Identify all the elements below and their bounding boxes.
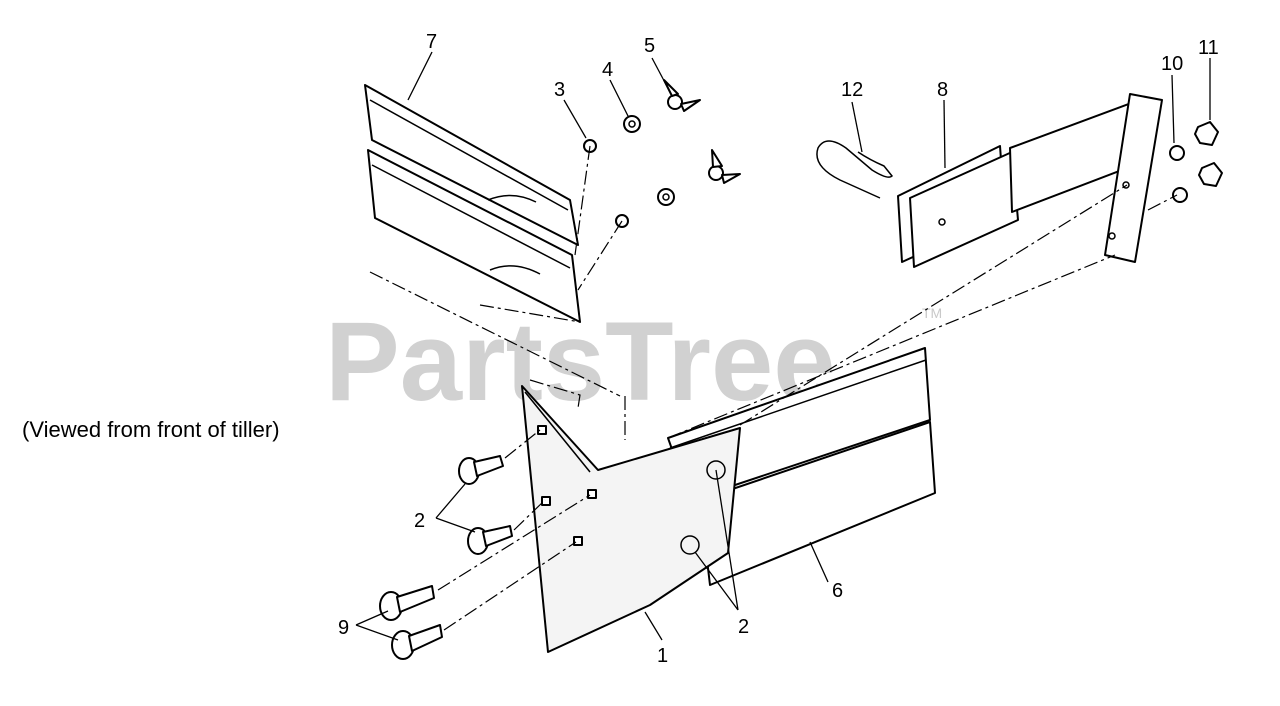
callout-1: 1 (657, 645, 668, 667)
part-2-bolt-upper (458, 455, 504, 485)
callout-6: 6 (832, 580, 843, 602)
part-8-flap (897, 145, 1019, 268)
callout-2-left: 2 (414, 510, 425, 532)
callout-4: 4 (602, 59, 613, 81)
part-4-washer-upper (623, 115, 641, 133)
part-12-hairpin (816, 140, 894, 199)
part-11-nut-upper (1194, 121, 1219, 146)
part-1-mounting-plate (521, 385, 741, 653)
part-9-bolt-upper (379, 585, 435, 621)
part-7-deflector (364, 84, 581, 323)
callout-8: 8 (937, 79, 948, 101)
callout-11: 11 (1198, 37, 1219, 59)
part-10-lockwasher-lower (1172, 187, 1188, 203)
callout-9: 9 (338, 617, 349, 639)
part-9-bolt-lower (391, 624, 443, 660)
callout-12: 12 (841, 79, 863, 101)
callout-10: 10 (1161, 53, 1183, 75)
view-caption: (Viewed from front of tiller) (22, 417, 280, 442)
callout-2-right: 2 (738, 616, 749, 638)
leader-lines (355, 51, 1211, 641)
part-11-nut-lower (1198, 162, 1223, 187)
part-2-bolt-lower (467, 525, 513, 555)
part-10-lockwasher-upper (1169, 145, 1185, 161)
part-5-wingnut-lower (708, 149, 741, 184)
callout-5: 5 (644, 35, 655, 57)
watermark-trademark: TM (922, 305, 942, 321)
callout-3: 3 (554, 79, 565, 101)
part-4-washer-lower (657, 188, 675, 206)
callout-7: 7 (426, 31, 437, 53)
assembly-lines (369, 145, 1178, 631)
extension-bracket (1009, 93, 1163, 263)
part-5-wingnut-upper (663, 79, 701, 112)
